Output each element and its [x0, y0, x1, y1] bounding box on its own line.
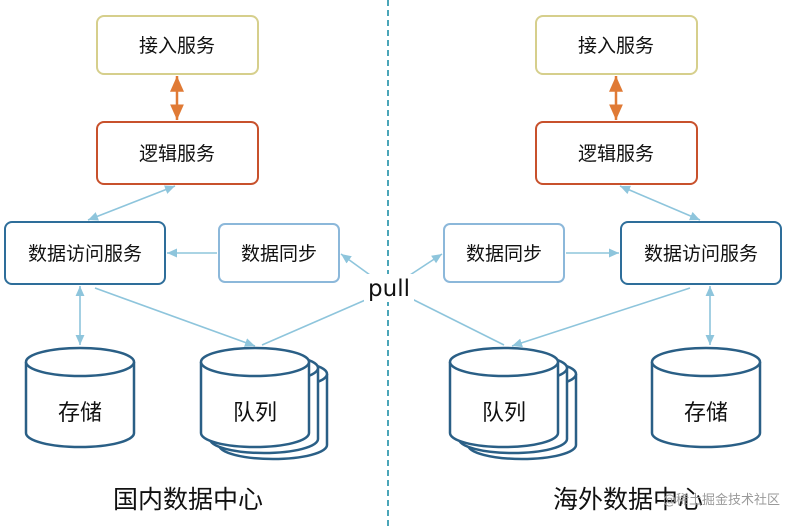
- right-data-access-service-box: 数据访问服务: [620, 221, 782, 285]
- left-dataaccess-queue-arrow: [94, 287, 256, 347]
- right-data-sync-label: 数据同步: [466, 243, 542, 265]
- left-data-sync-label: 数据同步: [241, 243, 317, 265]
- left-pull-to-queue-line: [261, 297, 371, 346]
- left-queue-label: 队列: [233, 401, 277, 426]
- left-logic-service-box: 逻辑服务: [96, 121, 259, 185]
- watermark: @稀土掘金技术社区: [663, 492, 780, 508]
- left-datacenter: 接入服务 逻辑服务 数据访问服务 数据同步 存储 队列: [4, 15, 371, 461]
- right-dataaccess-queue-arrow: [511, 287, 691, 348]
- right-queue-cylinders: 队列: [448, 346, 578, 461]
- left-access-service-box: 接入服务: [96, 15, 259, 75]
- right-data-access-service-label: 数据访问服务: [644, 243, 758, 265]
- right-storage-label: 存储: [684, 401, 728, 426]
- right-logic-dataaccess-arrow: [619, 185, 701, 221]
- pull-label: pull: [368, 276, 410, 302]
- left-data-access-service-box: 数据访问服务: [4, 221, 166, 285]
- right-pull-to-queue-line: [409, 297, 505, 346]
- left-logic-dataaccess-arrow: [87, 185, 176, 221]
- left-storage-label: 存储: [58, 401, 102, 426]
- left-data-sync-box: 数据同步: [218, 223, 340, 283]
- right-access-service-label: 接入服务: [578, 35, 654, 57]
- right-access-service-box: 接入服务: [535, 15, 698, 75]
- right-pull-to-sync-line: [409, 253, 443, 276]
- left-pull-to-sync-line: [340, 253, 371, 276]
- left-logic-service-label: 逻辑服务: [139, 143, 215, 165]
- right-logic-service-box: 逻辑服务: [535, 121, 698, 185]
- left-queue-cylinders: 队列: [199, 346, 329, 461]
- right-logic-service-label: 逻辑服务: [578, 143, 654, 165]
- left-datacenter-caption: 国内数据中心: [113, 485, 263, 514]
- right-datacenter-caption: 海外数据中心: [553, 485, 703, 514]
- right-storage-cylinder: 存储: [650, 346, 762, 449]
- left-access-service-label: 接入服务: [139, 35, 215, 57]
- left-storage-cylinder: 存储: [24, 346, 136, 449]
- left-data-access-service-label: 数据访问服务: [28, 243, 142, 265]
- right-queue-label: 队列: [482, 401, 526, 426]
- right-data-sync-box: 数据同步: [443, 223, 565, 283]
- right-datacenter: 接入服务 逻辑服务 数据访问服务 数据同步 队列 存储: [409, 15, 782, 461]
